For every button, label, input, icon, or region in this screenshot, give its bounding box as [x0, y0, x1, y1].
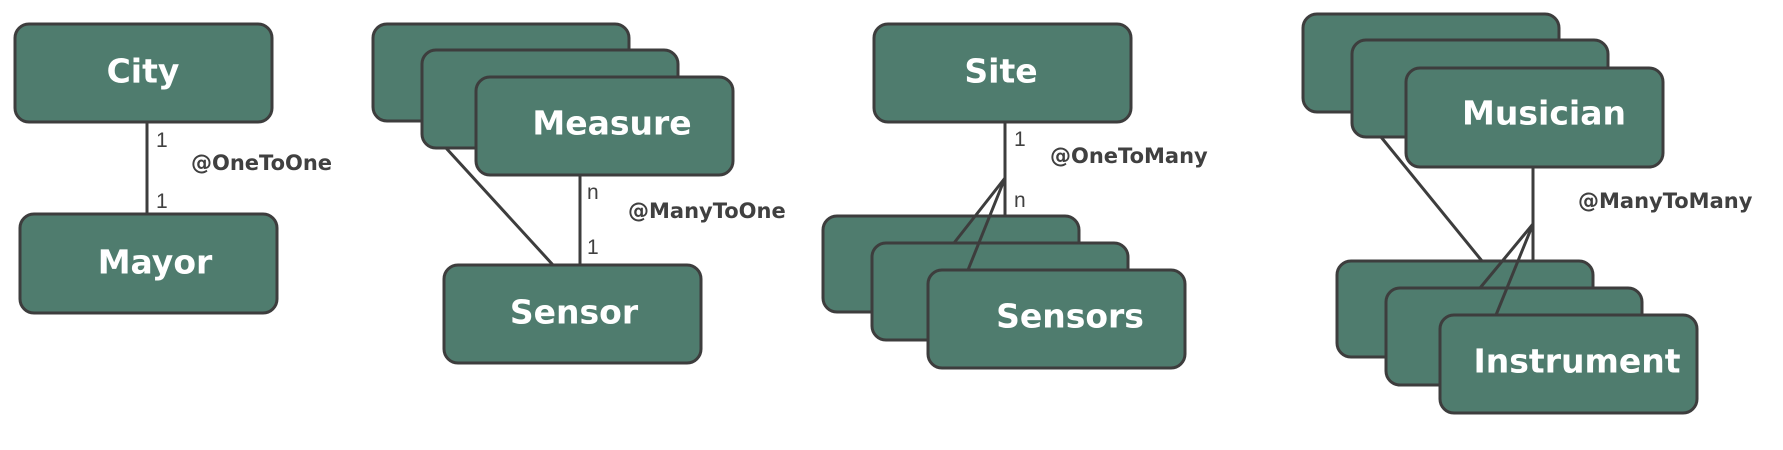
- city-box: [13, 22, 274, 124]
- one-to-many-fork-middle: [966, 177, 1007, 271]
- sensor-label: Sensor: [510, 293, 639, 332]
- musician-label: Musician: [1462, 94, 1626, 133]
- many-to-one-fork-line: [444, 146, 555, 267]
- many-to-many-annotation: @ManyToMany: [1578, 189, 1753, 213]
- instrument-label: Instrument: [1474, 342, 1681, 381]
- many-to-one-group: Measure Sensor n 1 @ManyToOne: [371, 22, 786, 365]
- one-to-one-annotation: @OneToOne: [191, 151, 332, 175]
- mayor-label: Mayor: [98, 243, 213, 282]
- city-cardinality: 1: [156, 129, 168, 152]
- one-to-many-fork-left: [952, 177, 1007, 244]
- site-label: Site: [964, 52, 1037, 91]
- sensor-cardinality: 1: [587, 236, 599, 259]
- musician-box: [1404, 66, 1665, 169]
- many-to-many-branch-middle: [1494, 223, 1535, 316]
- site-box: [872, 22, 1133, 124]
- city-label: City: [107, 52, 180, 91]
- many-to-many-branch-left: [1478, 223, 1535, 289]
- measure-label: Measure: [532, 104, 691, 143]
- one-to-one-group: City Mayor 1 1 @OneToOne: [13, 22, 332, 315]
- sensors-label: Sensors: [996, 297, 1144, 336]
- sensors-box: [926, 268, 1187, 370]
- site-cardinality: 1: [1014, 128, 1026, 151]
- one-to-many-annotation: @OneToMany: [1050, 144, 1208, 168]
- measure-cardinality: n: [587, 181, 599, 204]
- many-to-many-fork-line: [1379, 136, 1484, 262]
- measure-box: [474, 75, 735, 177]
- one-to-many-group: Site Sensors 1 n @OneToMany: [821, 22, 1208, 370]
- mayor-cardinality: 1: [156, 190, 168, 213]
- mayor-box: [18, 212, 279, 315]
- many-to-one-annotation: @ManyToOne: [628, 199, 786, 223]
- sensor-box: [442, 263, 703, 365]
- instrument-box: [1438, 313, 1699, 415]
- sensors-cardinality: n: [1014, 189, 1026, 212]
- many-to-many-group: Musician Instrument @ManyToMany: [1301, 12, 1753, 415]
